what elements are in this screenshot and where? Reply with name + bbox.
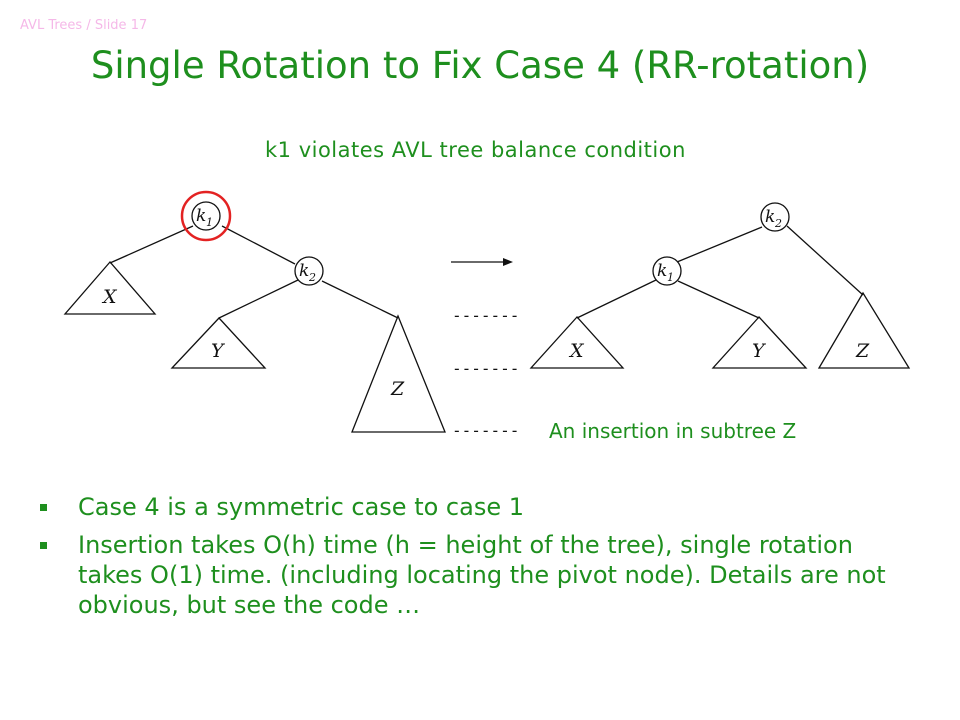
subtree-y-before (170, 317, 267, 369)
slide-title: Single Rotation to Fix Case 4 (RR-rotati… (90, 44, 870, 87)
bullet-square-icon (40, 542, 47, 549)
tree-before (63, 190, 446, 433)
bullet-list: Case 4 is a symmetric case to case 1 Ins… (40, 492, 920, 628)
node-k2-after-sub: 2 (774, 217, 782, 230)
edge-k2-z (786, 225, 864, 296)
tree-after-labels: k 2 k 1 X Y Z (568, 207, 870, 362)
edge-k2-z (321, 280, 399, 319)
tree-after (529, 202, 911, 369)
subtree-x-after-label: X (568, 340, 585, 362)
tree-before-labels: k 1 k 2 X Y Z (101, 206, 405, 400)
subtree-x-before-label: X (101, 286, 118, 308)
edge-k1-x (576, 279, 657, 319)
dash-1: ------- (452, 306, 519, 325)
rotation-arrow (451, 258, 513, 266)
bullet-square-icon (40, 504, 47, 511)
bullet-text: Case 4 is a symmetric case to case 1 (78, 493, 524, 521)
violation-caption: k1 violates AVL tree balance condition (265, 138, 686, 162)
subtree-z-after-label: Z (855, 340, 870, 362)
node-k2-before (294, 256, 324, 286)
edge-k1-x (109, 225, 194, 264)
slide-label: AVL Trees / Slide 17 (20, 18, 148, 33)
node-k2-after-label: k (765, 207, 775, 227)
node-k2-after (760, 202, 790, 232)
bullet-item: Insertion takes O(h) time (h = height of… (40, 530, 920, 620)
node-k1-before-sub: 1 (206, 216, 213, 229)
node-k2-before-sub: 2 (308, 271, 316, 284)
node-k1-after-sub: 1 (667, 271, 674, 284)
subtree-z-before (351, 314, 446, 433)
dash-2: ------- (452, 359, 519, 378)
insertion-caption: An insertion in subtree Z (549, 419, 797, 443)
subtree-x-before (63, 261, 157, 315)
edge-k2-k1 (676, 226, 763, 263)
node-k2-before-label: k (299, 261, 309, 281)
subtree-y-after-label: Y (752, 340, 767, 362)
edge-k2-y (218, 279, 299, 319)
dash-3: ------- (452, 421, 519, 440)
node-k1-before-label: k (196, 206, 206, 226)
subtree-y-after (711, 316, 808, 369)
bullet-text: Insertion takes O(h) time (h = height of… (78, 531, 886, 619)
level-dashes: ------- ------- ------- (452, 306, 519, 440)
subtree-z-before-label: Z (390, 378, 405, 400)
subtree-z-after (817, 291, 911, 369)
bullet-item: Case 4 is a symmetric case to case 1 (40, 492, 920, 522)
edge-k1-k2 (221, 225, 296, 265)
node-k1-after-label: k (657, 261, 667, 281)
rotation-diagram: k 1 k 2 X Y Z ------- ------- ------- k … (63, 190, 911, 440)
node-k1-after (652, 256, 682, 286)
edge-k1-y (677, 280, 760, 319)
violation-highlight-circle (180, 190, 232, 242)
subtree-x-after (529, 316, 625, 369)
node-k1-before (191, 201, 221, 231)
subtree-y-before-label: Y (211, 340, 226, 362)
